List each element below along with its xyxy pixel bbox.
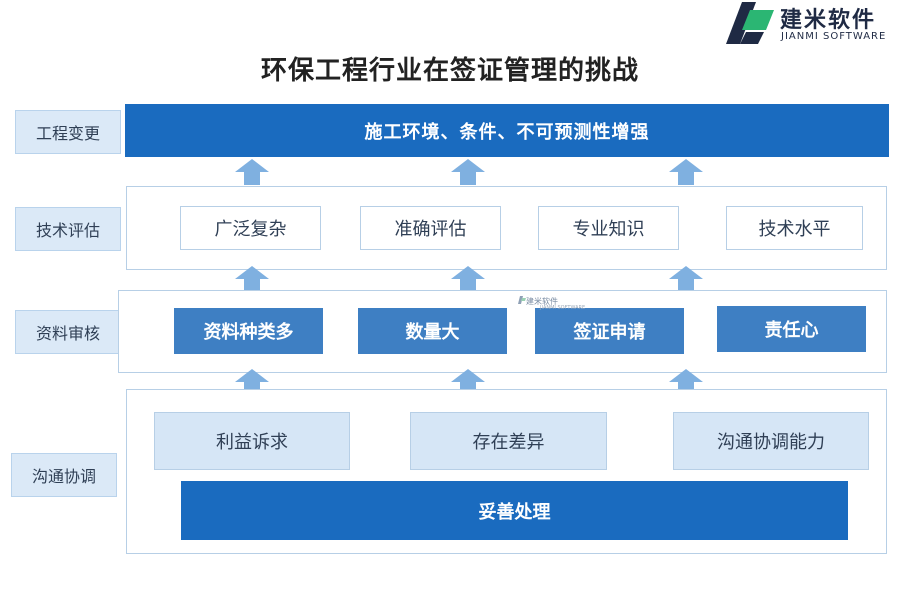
up-arrow-icon (669, 159, 703, 185)
row3-item: 签证申请 (535, 308, 684, 354)
logo-mark-icon (726, 2, 774, 44)
row4-item: 利益诉求 (154, 412, 350, 470)
row3-item: 责任心 (717, 306, 866, 352)
up-arrow-icon (451, 369, 485, 395)
watermark-logo-icon (518, 296, 526, 304)
row2-item: 广泛复杂 (180, 206, 321, 250)
brand-logo: 建米软件 JIANMI SOFTWARE (724, 0, 900, 48)
up-arrow-icon (451, 159, 485, 185)
row2-item: 技术水平 (726, 206, 863, 250)
row1-bar: 施工环境、条件、不可预测性增强 (125, 104, 889, 157)
side-label-engineering-change: 工程变更 (15, 110, 121, 154)
row3-item: 数量大 (358, 308, 507, 354)
up-arrow-icon (669, 266, 703, 292)
page-title: 环保工程行业在签证管理的挑战 (260, 56, 639, 86)
row4-bottom-bar: 妥善处理 (181, 481, 848, 540)
watermark-text: 建米软件 (526, 297, 558, 306)
watermark-subtitle: JIANMI SOFTWARE (540, 305, 586, 311)
logo-subtitle: JIANMI SOFTWARE (781, 31, 887, 42)
row3-item: 资料种类多 (174, 308, 323, 354)
row4-item: 沟通协调能力 (673, 412, 869, 470)
up-arrow-icon (669, 369, 703, 395)
up-arrow-icon (235, 369, 269, 395)
row2-item: 专业知识 (538, 206, 679, 250)
side-label-technical-assessment: 技术评估 (15, 207, 121, 251)
row4-item: 存在差异 (410, 412, 607, 470)
logo-name: 建米软件 (780, 8, 877, 33)
up-arrow-icon (235, 159, 269, 185)
row2-item: 准确评估 (360, 206, 501, 250)
up-arrow-icon (451, 266, 485, 292)
up-arrow-icon (235, 266, 269, 292)
side-label-communication: 沟通协调 (11, 453, 117, 497)
side-label-document-review: 资料审核 (15, 310, 121, 354)
